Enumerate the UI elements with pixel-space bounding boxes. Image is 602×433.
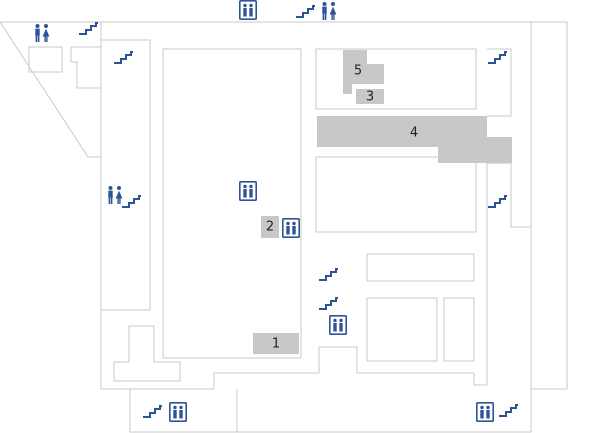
restroom-icon[interactable] (322, 2, 337, 20)
small-room-west-2 (70, 47, 101, 89)
block-north-right (487, 48, 512, 117)
restroom-icon[interactable] (35, 24, 50, 42)
block-north (315, 48, 477, 110)
stairs-icon[interactable] (319, 268, 338, 281)
stairs-icon[interactable] (319, 297, 338, 310)
room-3[interactable]: 3 (356, 89, 384, 105)
room-4[interactable]: 4 (317, 116, 512, 163)
block-south-b (443, 297, 475, 362)
left-column-box (101, 39, 151, 311)
elevator-icon[interactable] (169, 401, 187, 423)
stairs-icon[interactable] (296, 5, 315, 18)
restroom-icon[interactable] (108, 186, 123, 204)
elevator-icon[interactable] (475, 401, 495, 423)
room-2-label: 2 (266, 220, 274, 235)
outer-boundary (100, 21, 568, 433)
elevator-icon[interactable] (281, 218, 301, 238)
room-1-label: 1 (272, 337, 280, 352)
stairs-icon[interactable] (79, 22, 98, 35)
stairs-icon[interactable] (499, 404, 518, 417)
west-wing-outline (0, 21, 101, 158)
block-south-a (366, 297, 438, 362)
room-3-label: 3 (366, 90, 374, 105)
room-2[interactable]: 2 (261, 216, 279, 238)
elevator-icon[interactable] (239, 181, 258, 201)
stairs-icon[interactable] (488, 195, 507, 208)
room-5[interactable]: 5 (343, 50, 384, 94)
elevator-icon[interactable] (328, 314, 348, 336)
room-5-label: 5 (354, 64, 362, 79)
block-small-east (366, 253, 475, 282)
room-1[interactable]: 1 (253, 333, 299, 354)
stairs-icon[interactable] (114, 51, 133, 64)
small-room-west (28, 46, 63, 73)
rooms: 5 3 4 2 1 (253, 50, 512, 354)
stairs-icon[interactable] (143, 405, 162, 418)
central-hall (162, 48, 302, 359)
room-4-label: 4 (410, 126, 418, 141)
bottom-left-steps (113, 325, 181, 382)
right-corridor (487, 162, 531, 228)
elevator-icon[interactable] (239, 0, 258, 20)
block-middle (315, 156, 477, 233)
stairs-icon[interactable] (122, 195, 141, 208)
stairs-icon[interactable] (488, 51, 507, 64)
lower-corridor (213, 346, 474, 389)
